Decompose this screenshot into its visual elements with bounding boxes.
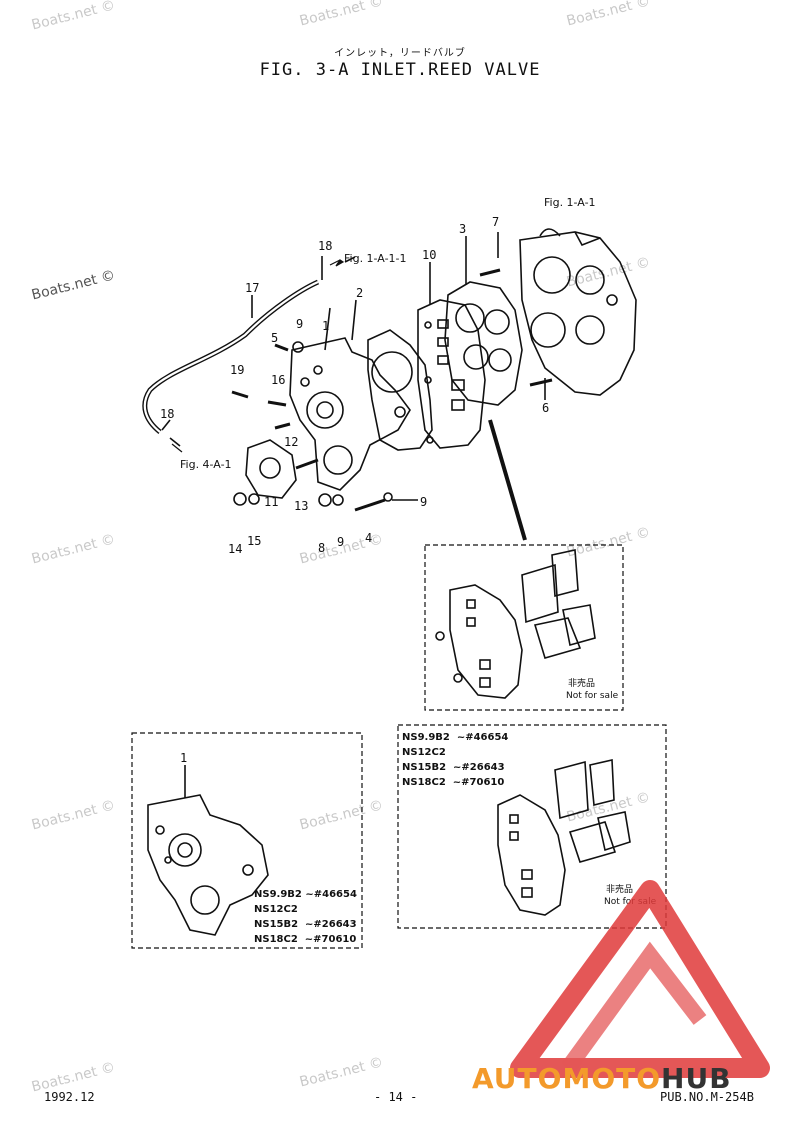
figure-title: FIG. 3-A INLET.REED VALVE — [259, 60, 541, 80]
part-number: 18 — [318, 239, 332, 253]
part-number: 13 — [294, 499, 308, 513]
part-number: 2 — [356, 286, 363, 300]
part-number: 9 — [337, 535, 344, 549]
part-number: 3 — [459, 222, 466, 236]
detail-box-reed-variant — [397, 724, 667, 929]
ref-fig-1a11: Fig. 1-A-1-1 — [344, 252, 407, 265]
part-number: 17 — [245, 281, 259, 295]
part-number: 1 — [180, 751, 187, 765]
gasket-2 — [367, 329, 433, 451]
inlet-manifold-1 — [289, 337, 411, 491]
automotohub-logo-icon — [510, 880, 770, 1078]
crankcase-outline — [519, 231, 637, 396]
variant-list-left: NS9.9B2 ~#46654 NS12C2 NS15B2 ~#26643 NS… — [254, 889, 357, 945]
detail-box-reed-valve — [424, 544, 624, 711]
footer-date: 1992.12 — [44, 1090, 95, 1104]
not-for-sale-jp: 非売品 — [606, 883, 633, 895]
footer-page-number: - 14 - — [374, 1090, 418, 1104]
reed-valve-gasket-3 — [444, 281, 523, 406]
automotohub-wordmark: AUTOMOTOHUB — [472, 1062, 732, 1095]
part-number: 9 — [296, 317, 303, 331]
part-number: 1 — [322, 319, 329, 333]
part-number: 11 — [264, 495, 278, 509]
part-number: 10 — [422, 248, 436, 262]
ref-fig-1a1: Fig. 1-A-1 — [544, 196, 596, 209]
part-number: 4 — [365, 531, 372, 545]
part-number: 6 — [542, 401, 549, 415]
not-for-sale-en: Not for sale — [566, 691, 619, 701]
footer-publication-number: PUB.NO.M-254B — [660, 1090, 754, 1104]
part-number: 14 — [228, 542, 242, 556]
detail-box-manifold-variant — [131, 732, 363, 949]
gasket-11 — [245, 439, 297, 499]
figure-title-japanese: インレット，リードバルブ — [334, 48, 466, 59]
part-number: 19 — [230, 363, 244, 377]
part-number: 18 — [160, 407, 174, 421]
variant-list-right: NS9.9B2 ~#46654 NS12C2 NS15B2 ~#26643 NS… — [402, 732, 509, 788]
part-number: 12 — [284, 435, 298, 449]
not-for-sale-jp: 非売品 — [568, 677, 595, 689]
part-number: 8 — [318, 541, 325, 555]
part-number: 5 — [271, 331, 278, 345]
ref-fig-4a1: Fig. 4-A-1 — [180, 458, 232, 471]
part-number: 7 — [492, 215, 499, 229]
part-number: 16 — [271, 373, 285, 387]
reed-valve-10 — [417, 299, 486, 449]
part-number: 15 — [247, 534, 261, 548]
part-number: 9 — [420, 495, 427, 509]
